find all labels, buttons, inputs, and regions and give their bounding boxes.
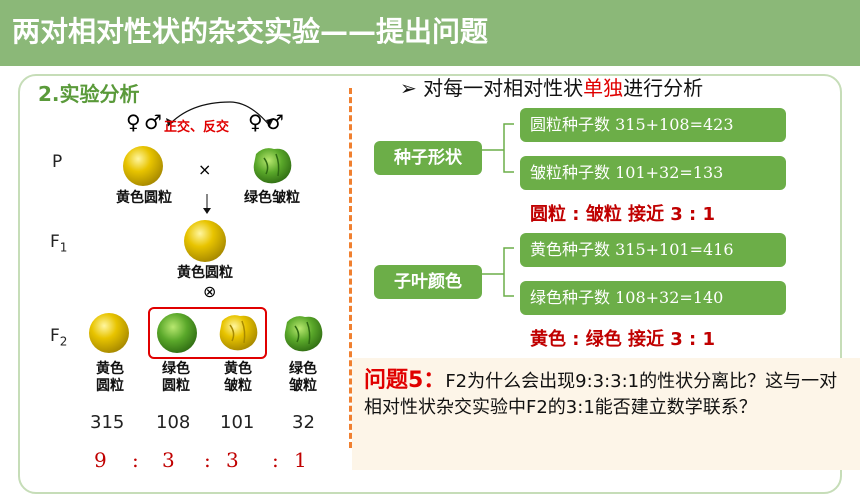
ratio-colon-2: : — [204, 448, 211, 472]
female-symbol-right: ♀ — [248, 110, 263, 134]
item-wrinkled-seeds: 皱粒种子数 101+32=133 — [520, 156, 786, 190]
bracket-lines — [480, 123, 514, 297]
ratio-9: 9 — [94, 448, 107, 472]
pea-green-wrinkled — [253, 148, 292, 184]
ratio-colon-3: : — [272, 448, 279, 472]
f2-label-1: 黄色圆粒 — [96, 361, 124, 394]
item-round-seeds: 圆粒种子数 315+108=423 — [520, 108, 786, 142]
item-green-seeds: 绿色种子数 108+32=140 — [520, 281, 786, 315]
ratio-3b: 3 — [226, 448, 239, 472]
question-text: 问题5：F2为什么会出现9:3:3:1的性状分离比？这与一对相对性状杂交实验中F… — [364, 368, 838, 418]
f2-count-2: 108 — [156, 412, 191, 433]
ratio-colon-1: : — [132, 448, 139, 472]
pea-yellow-round — [123, 146, 163, 186]
p-left-label: 黄色圆粒 — [116, 190, 172, 206]
generation-f2: F2 — [50, 326, 68, 349]
f1-label: 黄色圆粒 — [177, 265, 233, 281]
column-divider — [349, 88, 352, 448]
f2-count-3: 101 — [220, 412, 255, 433]
pea-f2-green-round — [157, 313, 197, 353]
item-yellow-seeds: 黄色种子数 315+101=416 — [520, 233, 786, 267]
category-cotyledon-color: 子叶颜色 — [374, 265, 482, 299]
result-cotyledon-color: 黄色 : 绿色 接近 3 : 1 — [530, 329, 716, 350]
pea-f2-yellow-round — [89, 313, 129, 353]
p-right-label: 绿色皱粒 — [244, 190, 300, 206]
pea-f2-green-wrinkled — [284, 316, 323, 352]
male-symbol: ♂ — [144, 110, 162, 134]
f2-label-3: 黄色皱粒 — [224, 361, 252, 394]
cross-symbol: × — [198, 160, 212, 179]
f2-count-1: 315 — [90, 412, 125, 433]
ratio-3a: 3 — [162, 448, 175, 472]
f2-count-4: 32 — [292, 412, 315, 433]
ratio-1: 1 — [294, 448, 307, 472]
cross-label: 正交、反交 — [164, 120, 230, 135]
question-title: 问题5： — [364, 368, 446, 393]
female-symbol: ♀ — [126, 110, 141, 134]
category-seed-shape: 种子形状 — [374, 141, 482, 175]
slide-title: 两对相对性状的杂交实验——提出问题 — [12, 15, 489, 48]
recombinant-highlight — [148, 307, 267, 359]
arrow-to-f1 — [203, 194, 211, 214]
f2-label-2: 绿色圆粒 — [162, 361, 190, 394]
question-box: 问题5：F2为什么会出现9:3:3:1的性状分离比？这与一对相对性状杂交实验中F… — [352, 358, 860, 470]
generation-f1: F1 — [50, 232, 68, 255]
male-symbol-right: ♂ — [266, 110, 284, 134]
section-label: 2.实验分析 — [38, 82, 140, 106]
analysis-heading: ➢ 对每一对相对性状单独进行分析 — [400, 76, 704, 100]
f2-label-4: 绿色皱粒 — [289, 361, 317, 394]
cross-arrows — [166, 101, 274, 127]
arrow-bullet-icon: ➢ — [400, 76, 424, 100]
result-seed-shape: 圆粒 : 皱粒 接近 3 : 1 — [530, 204, 716, 225]
pea-f2-yellow-wrinkled — [219, 315, 258, 351]
title-bar — [0, 0, 860, 66]
self-cross-symbol: ⊗ — [203, 282, 217, 301]
generation-p: P — [52, 152, 63, 172]
pea-f1-yellow-round — [184, 220, 226, 262]
